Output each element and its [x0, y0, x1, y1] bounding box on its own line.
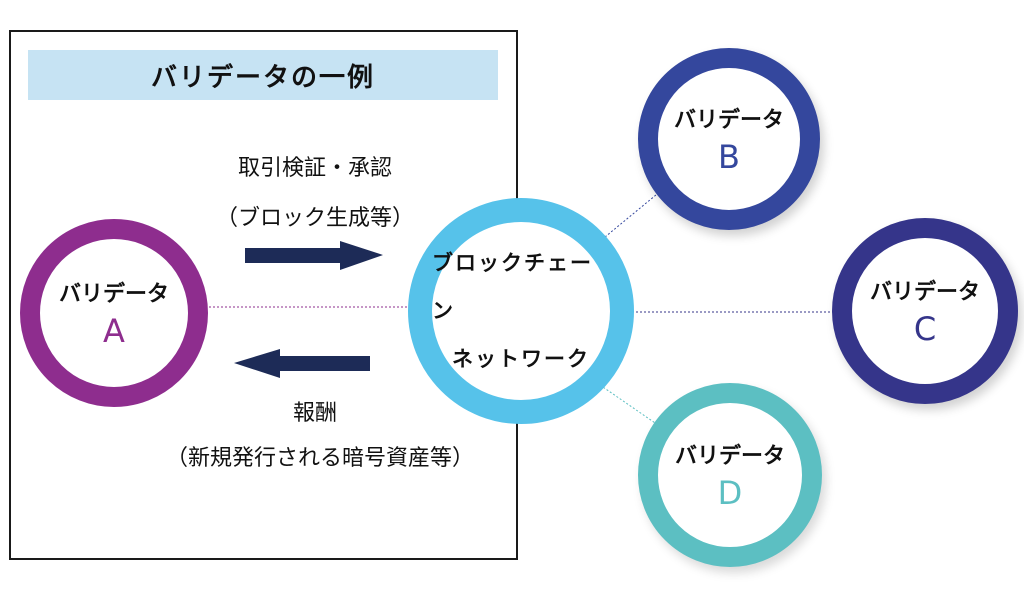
validator-d-letter: D [717, 474, 743, 512]
blockchain-network-node: ブロックチェーン ネットワーク [408, 198, 634, 424]
verify-caption: 取引検証・承認 [237, 156, 392, 181]
hub-line2: ネットワーク [452, 347, 590, 371]
hub-line1: ブロックチェーン [432, 251, 593, 323]
validator-b-node: バリデータ B [638, 48, 820, 230]
validator-c-name: バリデータ [869, 280, 980, 305]
link-hub-d [599, 384, 659, 426]
validator-d-name: バリデータ [674, 444, 785, 469]
validator-b-name: バリデータ [673, 108, 784, 133]
validator-d-node: バリデータ D [638, 383, 822, 567]
link-hub-b [604, 189, 663, 238]
validator-a-name: バリデータ [58, 282, 169, 307]
validator-a-letter: A [103, 312, 125, 350]
block-caption: （ブロック生成等） [215, 206, 414, 231]
reward-caption: 報酬 [292, 401, 337, 426]
validator-a-node: バリデータ A [20, 219, 208, 407]
arrow-right-icon [245, 241, 383, 270]
asset-caption: （新規発行される暗号資産等） [165, 446, 474, 471]
validator-c-node: バリデータ C [832, 218, 1018, 404]
arrow-left-icon [234, 349, 370, 378]
diagram-title: バリデータの一例 [28, 50, 498, 100]
validator-c-letter: C [913, 310, 937, 348]
validator-b-letter: B [718, 138, 740, 176]
